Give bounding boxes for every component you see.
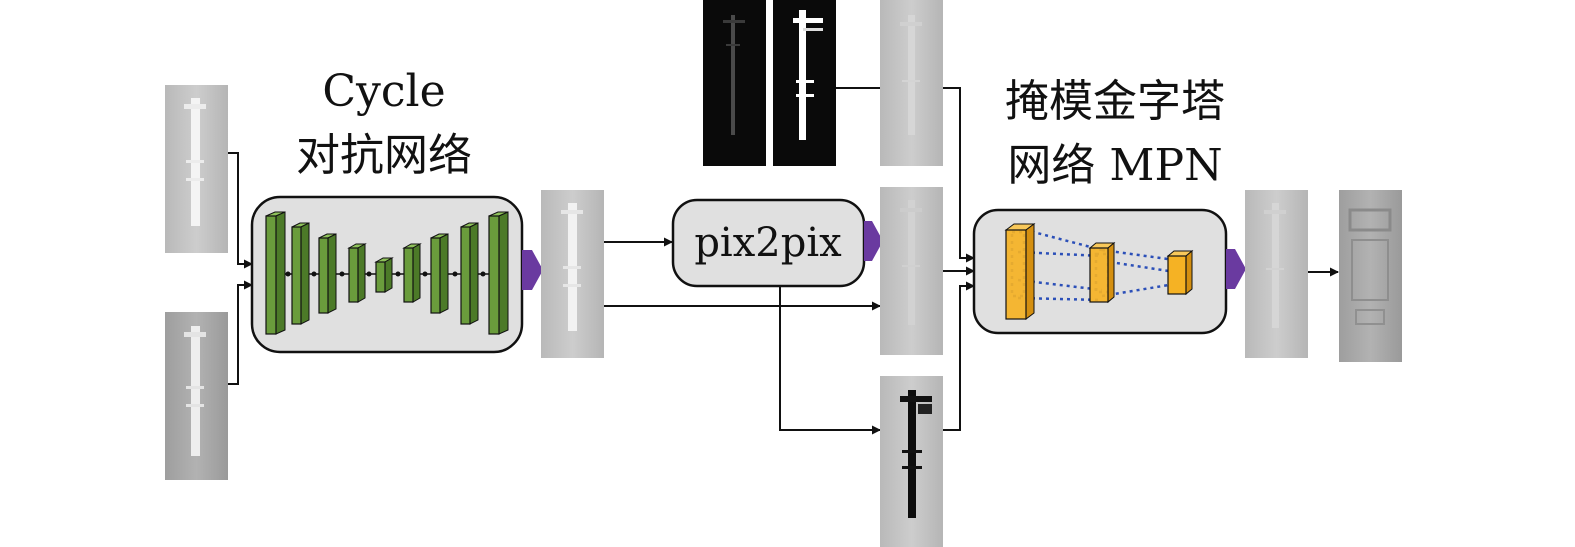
unet-bar xyxy=(488,211,509,335)
middle-image-top xyxy=(880,0,943,166)
pyramid-block-medium xyxy=(1088,241,1116,304)
cycle-output-arrow xyxy=(522,250,543,290)
cycle-label-line1: Cycle xyxy=(322,66,445,117)
cycle-output-connectors xyxy=(604,237,881,311)
pyramid-block-large xyxy=(1004,223,1036,320)
pix2pix-output-arrow xyxy=(864,221,883,261)
unet-bar xyxy=(374,257,394,293)
input-image-bottom xyxy=(165,312,228,480)
input-image-top xyxy=(165,85,228,253)
cycle-label-line2: 对抗网络 xyxy=(296,130,472,181)
cycle-gan-module xyxy=(250,195,524,354)
unet-bar xyxy=(402,243,422,303)
pix2pix-label: pix2pix xyxy=(694,220,842,266)
unet-bar xyxy=(291,222,310,325)
mpn-output-image xyxy=(1245,190,1308,358)
input-connectors xyxy=(228,152,253,385)
mpn-label-line2: 网络 MPN xyxy=(1007,140,1222,191)
unet-bar xyxy=(430,233,449,314)
mpn-output-arrow xyxy=(1226,249,1246,289)
unet-bar xyxy=(318,233,337,314)
unet-bar xyxy=(265,211,286,335)
mpn-label-line1: 掩模金字塔 xyxy=(1005,76,1225,127)
pyramid-block-small xyxy=(1166,249,1194,296)
mask-image-2 xyxy=(773,0,836,166)
unet-bar xyxy=(460,222,479,325)
mpn-input-connectors xyxy=(943,87,975,431)
mask-image-1 xyxy=(703,0,766,166)
final-output-image xyxy=(1339,190,1402,362)
middle-image-mid xyxy=(880,187,943,355)
unet-bar xyxy=(347,243,367,303)
mpn-module xyxy=(972,208,1228,335)
middle-image-bottom xyxy=(880,376,943,547)
cycle-output-image xyxy=(541,190,604,358)
pix2pix-mask-connector xyxy=(779,286,881,435)
